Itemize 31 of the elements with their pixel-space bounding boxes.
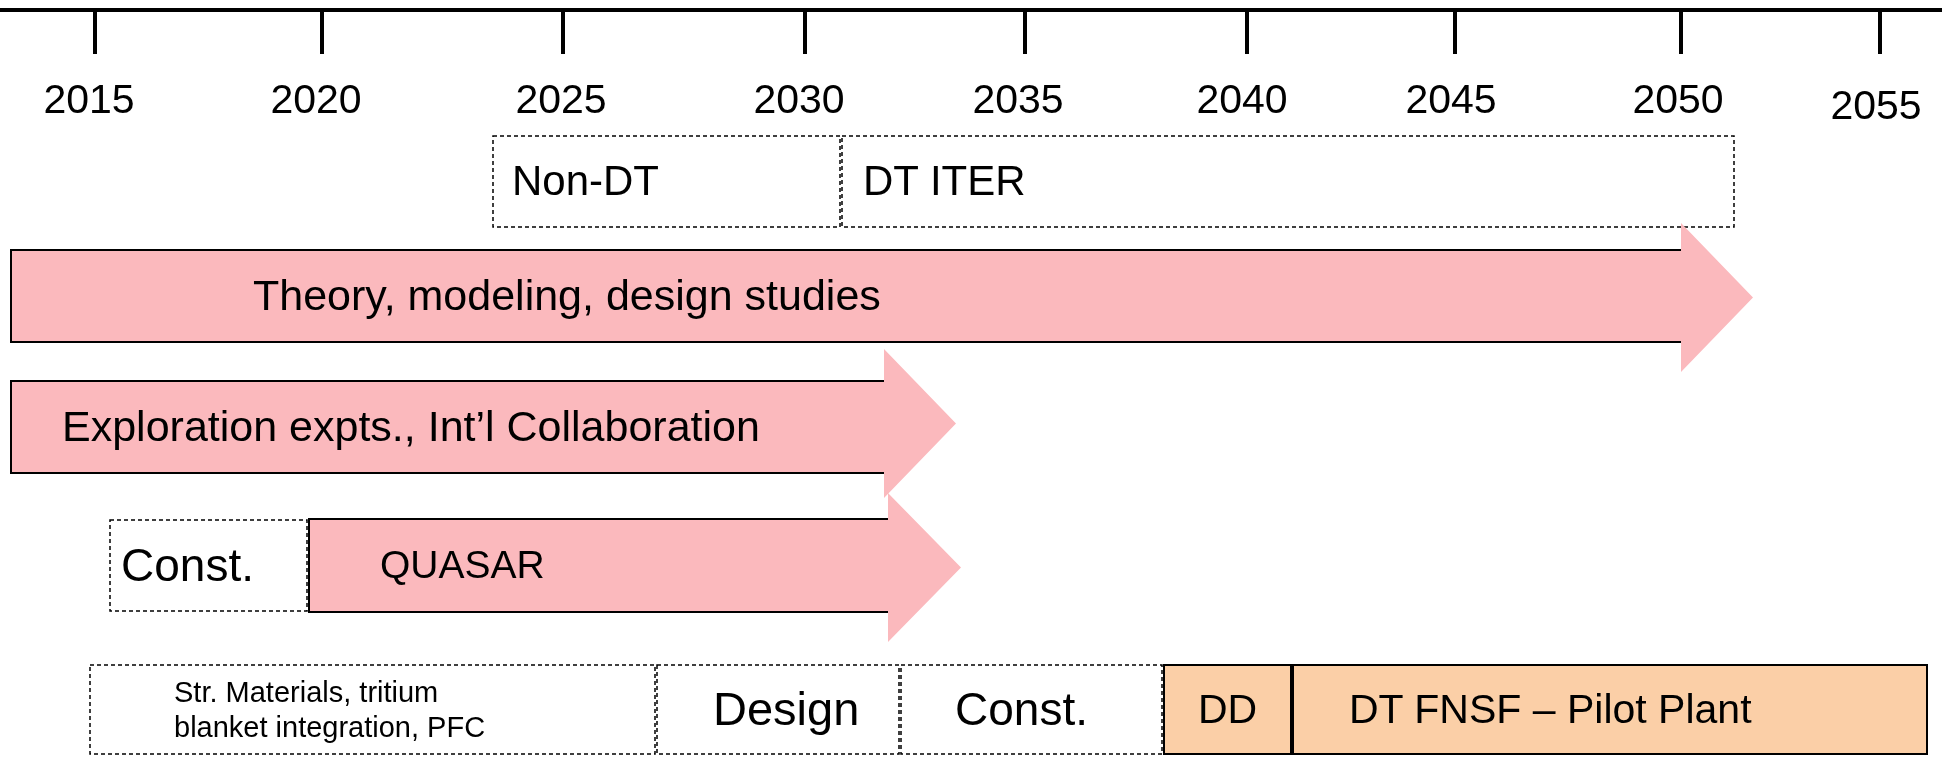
phase-box (109, 519, 308, 612)
year-label: 2055 (1830, 82, 1922, 129)
phase-box (492, 135, 841, 228)
phase-bar (1292, 664, 1928, 755)
duration-bar (10, 223, 1753, 372)
year-label: 2035 (972, 76, 1064, 123)
year-label: 2025 (515, 76, 607, 123)
phase-box (89, 664, 656, 755)
duration-bar (10, 349, 956, 498)
phase-label: Const. (955, 683, 1088, 736)
year-label: 2050 (1632, 76, 1724, 123)
phase-label: DD (1197, 685, 1258, 734)
year-label: 2015 (43, 76, 135, 123)
phase-label: QUASAR (380, 543, 545, 588)
phase-box (900, 664, 1163, 755)
year-label: 2020 (270, 76, 362, 123)
phase-box (656, 664, 900, 755)
duration-bar (308, 493, 961, 642)
phase-label: DT FNSF – Pilot Plant (1349, 685, 1752, 734)
phase-label: Non-DT (512, 157, 660, 206)
phase-label: Theory, modeling, design studies (253, 271, 881, 321)
phase-label: DT ITER (863, 157, 1026, 206)
year-label: 2045 (1405, 76, 1497, 123)
phase-label: Exploration expts., Int’l Collaboration (62, 402, 760, 452)
year-label: 2030 (753, 76, 845, 123)
phase-bar (1163, 664, 1292, 755)
phase-box (841, 135, 1735, 228)
phase-label: Str. Materials, tritium blanket integration, PFC (174, 674, 487, 745)
phase-label: Const. (121, 539, 254, 592)
year-label: 2040 (1196, 76, 1288, 123)
phase-label: Design (713, 682, 860, 737)
